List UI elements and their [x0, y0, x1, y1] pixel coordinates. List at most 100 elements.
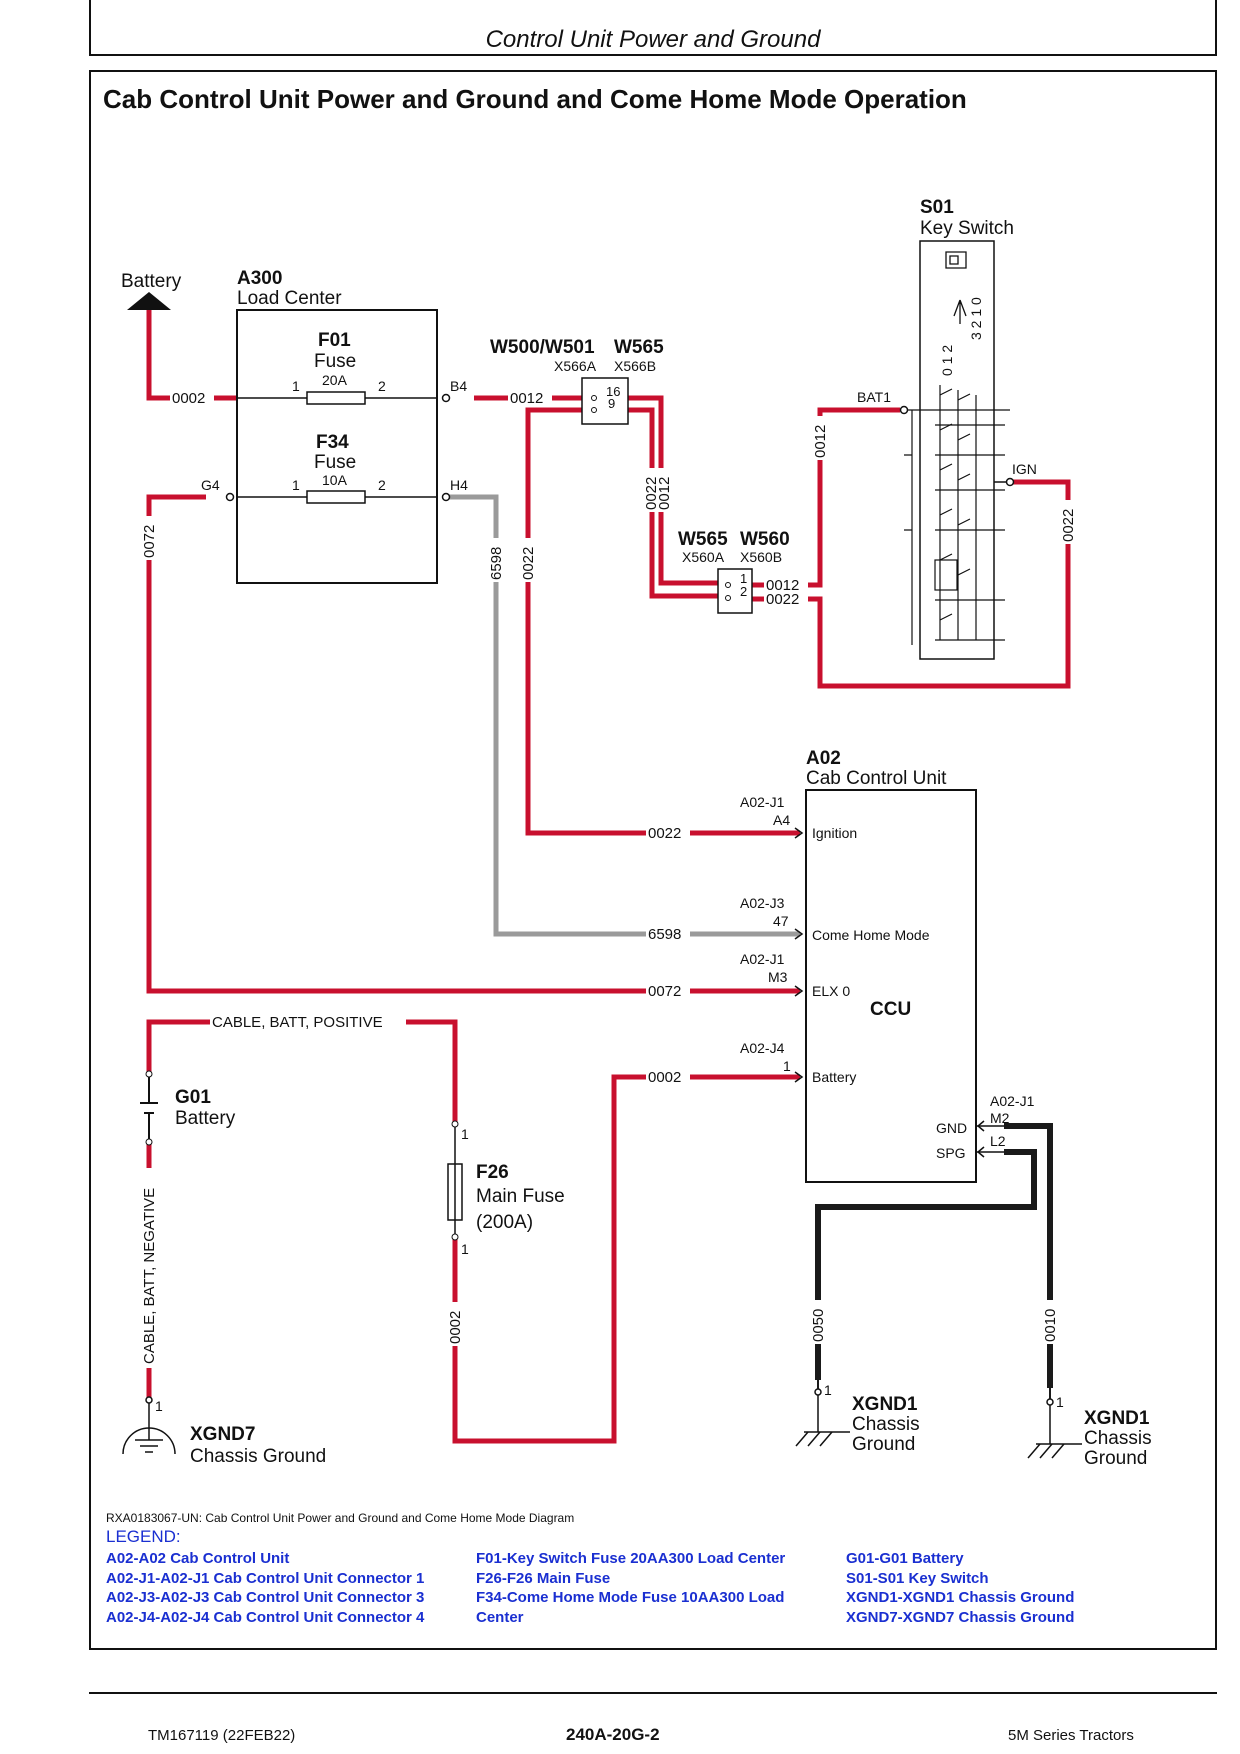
wire-label-bat-0002: 0002 [648, 1069, 681, 1086]
xgnd1-a-ground-icon [795, 1388, 850, 1447]
xgnd7-pin: 1 [155, 1398, 163, 1414]
legend-item: F01-Key Switch Fuse 20AA300 Load Center [476, 1550, 786, 1567]
x566-pin-16: 16 [606, 384, 620, 399]
legend-item: Center [476, 1608, 524, 1626]
xgnd1-b-name2: Ground [1084, 1448, 1147, 1469]
wire-label-0012-vert: 0012 [656, 477, 673, 510]
svg-text:1: 1 [783, 1058, 791, 1074]
g01-battery-icon [140, 1072, 158, 1140]
f26-rating: (200A) [476, 1212, 533, 1233]
a02-gnd-label: GND [936, 1120, 967, 1136]
figure-caption: RXA0183067-UN: Cab Control Unit Power an… [106, 1511, 575, 1525]
svg-text:A02-J1: A02-J1 [740, 951, 785, 967]
f26-pin-top: 1 [461, 1126, 469, 1142]
legend-title: LEGEND: [106, 1527, 181, 1546]
svg-text:M3: M3 [768, 969, 788, 985]
f34-id: F34 [316, 432, 349, 453]
a300-pin-h4-icon [441, 492, 451, 502]
svg-text:A02-J4: A02-J4 [740, 1040, 785, 1056]
legend-column-1: A02-A02 Cab Control Unit A02-J1-A02-J1 C… [106, 1549, 424, 1627]
f34-pin2: 2 [378, 477, 386, 493]
s01-key-icon [945, 251, 967, 324]
x566a-label: X566A [554, 358, 597, 374]
xgnd1-b-name1: Chassis [1084, 1428, 1152, 1449]
a02-name: Cab Control Unit [806, 768, 947, 789]
legend-item: F26-F26 Main Fuse [476, 1569, 611, 1587]
xgnd1-b-ground-icon [1027, 1398, 1082, 1459]
wire-label-chm-6598: 6598 [648, 926, 681, 943]
f01-rating: 20A [322, 372, 348, 388]
a300-pin-h4: H4 [450, 477, 468, 493]
page-top-frame [89, 0, 1217, 56]
svg-text:ELX 0: ELX 0 [812, 983, 850, 999]
a02-spg-pin: L2 [990, 1133, 1006, 1149]
footer-rule [89, 1692, 1217, 1694]
s01-bat1-label: BAT1 [857, 389, 891, 405]
f01-id: F01 [318, 330, 351, 351]
wire-0010-gnd [1004, 1123, 1053, 1388]
legend-item: A02-J4-A02-J4 Cab Control Unit Connector… [106, 1608, 425, 1626]
x566-connector-box [581, 377, 629, 425]
legend-item: A02-J1-A02-J1 Cab Control Unit Connector… [106, 1569, 425, 1587]
x566b-label: X566B [614, 358, 656, 374]
a02-ccu-box [805, 789, 977, 1183]
s01-ign-label: IGN [1012, 461, 1037, 477]
g01-id: G01 [175, 1087, 211, 1108]
a02-input-come-home: A02-J3 47 Come Home Mode [740, 895, 930, 943]
xgnd1-b-id: XGND1 [1084, 1408, 1150, 1429]
w500-harness: W500/W501 [490, 337, 595, 358]
x560b-label: X560B [740, 549, 782, 565]
a02-spg-label: SPG [936, 1145, 966, 1161]
a02-input-elx0: A02-J1 M3 ELX 0 [740, 951, 850, 999]
wire-0002-battery [146, 310, 237, 401]
svg-text:Battery: Battery [812, 1069, 856, 1085]
f01-fuse-icon [306, 391, 366, 405]
a02-id: A02 [806, 748, 841, 769]
wire-label-0022-ign: 0022 [1060, 509, 1077, 542]
cable-label-negative: CABLE, BATT, NEGATIVE [141, 1188, 158, 1364]
x560-pin-2: 2 [740, 584, 747, 599]
a02-ccu-label: CCU [870, 999, 911, 1020]
wire-label-6598-vert: 6598 [488, 547, 505, 580]
f01-name: Fuse [314, 351, 356, 372]
w560-harness: W560 [740, 529, 790, 550]
legend-item: XGND7-XGND7 Chassis Ground [846, 1608, 1075, 1626]
wire-label-0022-vert2: 0022 [520, 547, 537, 580]
xgnd1-a-name1: Chassis [852, 1414, 920, 1435]
f26-id: F26 [476, 1162, 509, 1183]
wire-label-0012: 0012 [510, 390, 543, 407]
legend-column-2: F01-Key Switch Fuse 20AA300 Load Center … [476, 1549, 785, 1627]
w565-harness-b: W565 [678, 529, 728, 550]
a300-load-center-box [236, 309, 438, 584]
footer-page-number: 240A-20G-2 [566, 1725, 660, 1744]
s01-positions-a: 3 2 1 0 [968, 297, 984, 340]
a02-input-ignition: A02-J1 A4 Ignition [740, 794, 857, 841]
w565-harness-a: W565 [614, 337, 664, 358]
x560-connector-box [717, 568, 753, 614]
s01-name: Key Switch [920, 218, 1014, 239]
battery-arrow-icon [127, 292, 171, 310]
s01-positions-b: 0 1 2 [939, 345, 955, 376]
a300-pin-b4-icon [441, 393, 451, 403]
wire-label-x560-0012: 0012 [766, 577, 799, 594]
legend-item: S01-S01 Key Switch [846, 1569, 989, 1587]
a02-input-battery: A02-J4 1 Battery [740, 1040, 856, 1085]
x560-pin-1: 1 [740, 571, 747, 586]
a300-name: Load Center [237, 288, 342, 309]
wire-label-0002: 0002 [172, 390, 205, 407]
section-title: Control Unit Power and Ground [485, 26, 821, 53]
xgnd1-a-pin: 1 [824, 1382, 832, 1398]
wire-label-ign-0022: 0022 [648, 825, 681, 842]
f34-name: Fuse [314, 452, 356, 473]
wire-0002-ccu-battery [452, 1074, 800, 1444]
xgnd1-a-name2: Ground [852, 1434, 915, 1455]
f34-pin1: 1 [292, 477, 300, 493]
wire-label-x560-0022: 0022 [766, 591, 799, 608]
wire-label-0010: 0010 [1042, 1309, 1059, 1342]
xgnd7-name: Chassis Ground [190, 1446, 326, 1467]
wire-label-0012-bat: 0012 [812, 425, 829, 458]
a02-gnd-pin: M2 [990, 1110, 1010, 1126]
diagram-frame [89, 70, 1217, 1650]
footer-product: 5M Series Tractors [1008, 1727, 1134, 1744]
legend-item: F34-Come Home Mode Fuse 10AA300 Load [476, 1589, 785, 1606]
